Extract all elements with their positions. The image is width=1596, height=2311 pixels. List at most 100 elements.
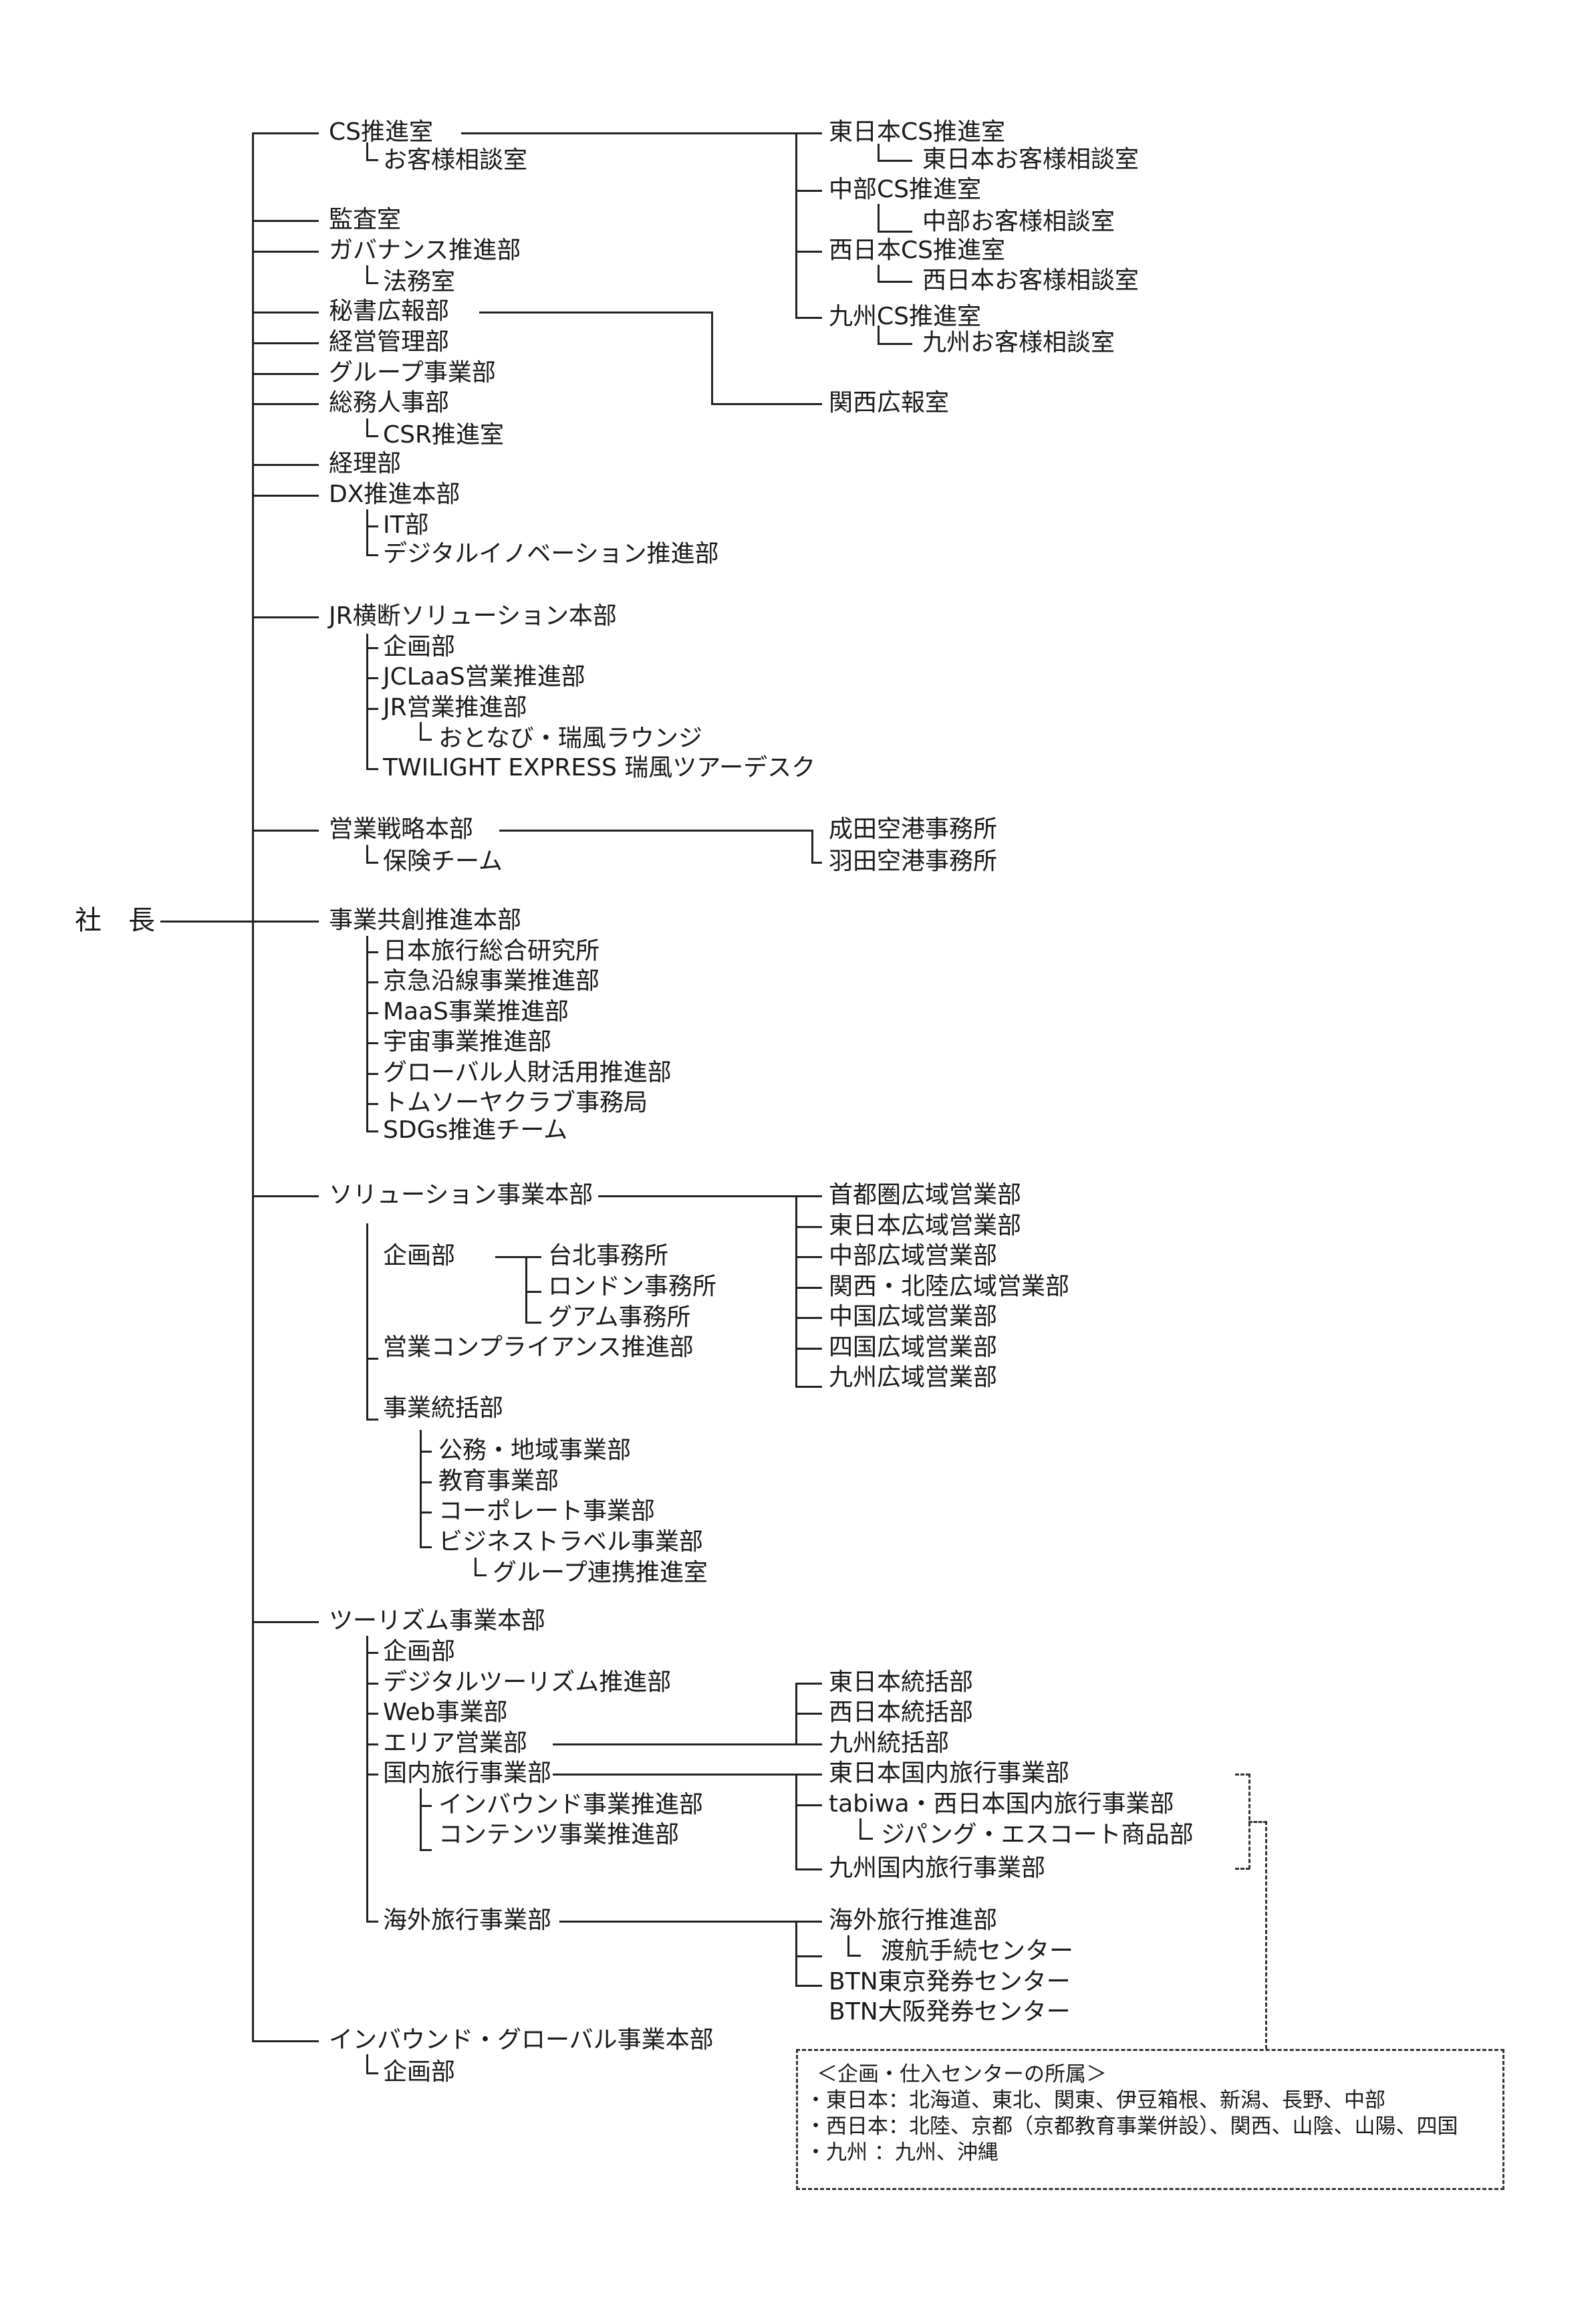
node-solution-planning: 企画部 <box>383 1242 456 1269</box>
node-btn-osaka: BTN大阪発券センター <box>829 1998 1071 2026</box>
branch-line <box>795 1386 822 1388</box>
sub-line <box>366 647 378 649</box>
sub-line <box>366 951 378 953</box>
node-east-consult: 東日本お客様相談室 <box>922 146 1140 173</box>
overseas-connector <box>559 1921 822 1923</box>
sub-line <box>878 204 880 231</box>
node-region: 首都圏広域営業部 <box>829 1181 1022 1209</box>
node-cocreation-item: 京急沿線事業推進部 <box>383 967 600 995</box>
branch-line <box>252 830 319 832</box>
node-insurance: 保険チーム <box>383 848 503 875</box>
branch-line <box>252 312 319 314</box>
branch-line <box>795 1713 822 1715</box>
sub-line <box>420 1546 432 1548</box>
sub-line <box>878 343 912 345</box>
node-jr-sales: JR営業推進部 <box>383 694 527 721</box>
node-kyushu-domestic: 九州国内旅行事業部 <box>829 1854 1046 1882</box>
sub-line <box>366 1358 378 1360</box>
area-connector <box>553 1743 822 1745</box>
node-jr-planning: 企画部 <box>383 633 456 660</box>
sub-line <box>366 509 368 555</box>
domestic-spine <box>795 1774 797 1869</box>
node-inbound-promo: インバウンド事業推進部 <box>438 1791 704 1818</box>
node-it: IT部 <box>383 511 429 539</box>
branch-line <box>795 1868 822 1870</box>
branch-line <box>795 1955 822 1957</box>
node-inbound-planning: 企画部 <box>383 2058 456 2086</box>
sub-line <box>420 1451 432 1453</box>
branch-line <box>795 1348 822 1350</box>
branch-line <box>252 373 319 375</box>
sub-line <box>366 708 378 710</box>
node-digital-innovation: デジタルイノベーション推進部 <box>383 540 719 568</box>
node-overseas: 海外旅行事業部 <box>383 1907 552 1934</box>
node-general-hr: 総務人事部 <box>329 389 450 416</box>
node-twilight: TWILIGHT EXPRESS 瑞風ツアーデスク <box>383 754 816 781</box>
node-secretary-pr: 秘書広報部 <box>329 297 450 325</box>
node-integration: 事業統括部 <box>383 1394 504 1422</box>
branch-line <box>795 1195 822 1197</box>
branch-line <box>252 403 319 405</box>
node-west-integration: 西日本統括部 <box>829 1699 974 1726</box>
branch-line <box>252 132 319 134</box>
node-group-business: グループ事業部 <box>329 359 496 386</box>
cs-regional-spine <box>795 132 797 318</box>
node-jr-head: JR横断ソリューション本部 <box>329 602 617 630</box>
note-title: ＜企画・仕入センターの所属＞ <box>817 2062 1107 2086</box>
sub-line <box>420 722 422 739</box>
branch-line <box>252 1195 319 1197</box>
sub-line <box>366 1774 378 1776</box>
node-kyushu-integration: 九州統括部 <box>829 1729 950 1757</box>
sub-line <box>878 326 880 344</box>
main-spine-line <box>252 132 254 2041</box>
sub-line <box>475 1574 487 1576</box>
sub-line <box>475 1558 477 1575</box>
domestic-connector <box>553 1774 822 1776</box>
branch-line <box>795 251 822 253</box>
node-taipei: 台北事務所 <box>548 1242 669 1269</box>
sub-line <box>366 159 378 161</box>
pr-connector <box>479 312 711 314</box>
node-haneda: 羽田空港事務所 <box>829 848 998 875</box>
branch-line <box>795 1256 822 1258</box>
sub-line <box>420 1849 432 1851</box>
sub-line <box>366 981 378 983</box>
node-governance: ガバナンス推進部 <box>329 237 521 264</box>
node-csr: CSR推進室 <box>383 421 505 449</box>
node-accounting: 経理部 <box>329 450 402 477</box>
sub-line <box>366 1683 378 1685</box>
sub-line <box>420 739 432 741</box>
dashed-bracket <box>1235 1868 1250 1870</box>
node-audit: 監査室 <box>329 206 402 233</box>
sub-line <box>366 1073 378 1075</box>
branch-line <box>252 616 319 618</box>
sub-line <box>847 1935 849 1955</box>
sub-line <box>366 1743 378 1745</box>
branch-line <box>252 1621 319 1623</box>
branch-line <box>795 132 822 134</box>
node-london: ロンドン事務所 <box>548 1273 717 1300</box>
node-kansai-pr: 関西広報室 <box>829 389 950 416</box>
sub-line <box>366 936 368 1131</box>
node-east-domestic: 東日本国内旅行事業部 <box>829 1759 1070 1787</box>
node-customer-consult: お客様相談室 <box>383 146 528 174</box>
node-cocreation-item: MaaS事業推進部 <box>383 998 569 1025</box>
sub-line <box>420 1805 432 1807</box>
branch-line <box>795 1317 822 1319</box>
sub-line <box>366 554 378 556</box>
solution-region-spine <box>795 1195 797 1387</box>
sub-line <box>420 1511 432 1513</box>
node-public: 公務・地域事業部 <box>438 1437 632 1464</box>
branch-line <box>252 342 319 344</box>
sub-line <box>366 435 378 437</box>
sub-line <box>366 1419 378 1421</box>
sub-line <box>366 525 378 527</box>
node-inbound-head: インバウンド・グローバル事業本部 <box>329 2026 714 2054</box>
node-dx: DX推進本部 <box>329 481 460 508</box>
branch-line <box>252 2040 319 2042</box>
branch-line <box>795 1804 822 1806</box>
sub-line <box>366 418 368 436</box>
dashed-bracket <box>1235 1774 1250 1776</box>
sub-line <box>878 144 880 160</box>
